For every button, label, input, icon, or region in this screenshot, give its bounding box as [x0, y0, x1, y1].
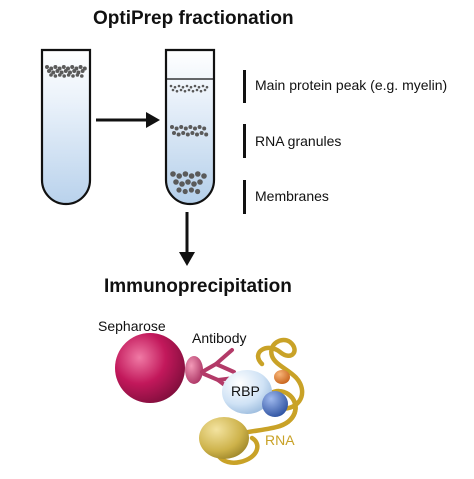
fraction-label-1: Main protein peak (e.g. myelin): [255, 77, 448, 93]
granule-dot: [63, 69, 68, 73]
linker: [185, 356, 203, 384]
granule-dot: [62, 74, 66, 78]
granule-dot: [80, 74, 84, 78]
protein-dot: [185, 84, 189, 88]
bound-protein-orange: [274, 370, 290, 384]
sepharose-label: Sepharose: [98, 318, 166, 334]
fraction-band-protein-peak: [169, 84, 209, 93]
sample-layer: [45, 65, 87, 78]
membrane-dot: [182, 188, 188, 195]
rna-label: RNA: [265, 432, 295, 448]
granule-dot: [78, 65, 83, 69]
protein-dot: [171, 88, 175, 92]
granule-dot: [181, 131, 186, 135]
membrane-dot: [176, 173, 182, 179]
granule-dot: [66, 73, 71, 77]
membrane-dot: [188, 173, 195, 179]
protein-dot: [203, 88, 207, 92]
granule-dot: [183, 126, 188, 131]
granule-dot: [174, 126, 179, 131]
granule-dot: [170, 125, 174, 129]
membrane-dot: [173, 179, 179, 185]
protein-dot: [173, 85, 177, 89]
membrane-dot: [188, 187, 194, 193]
granule-dot: [202, 126, 207, 131]
granule-dot: [61, 65, 66, 69]
arrow-down-icon: [179, 212, 195, 266]
section-title-immunoprecipitation: Immunoprecipitation: [104, 276, 292, 297]
protein-dot: [205, 85, 209, 89]
granule-dot: [190, 131, 195, 135]
granule-dot: [55, 69, 60, 73]
fraction-band-membranes: [170, 171, 207, 195]
membrane-dot: [170, 171, 176, 177]
granule-dot: [172, 131, 176, 135]
granule-dot: [197, 125, 202, 129]
granule-dot: [80, 69, 85, 73]
bound-protein-gold: [199, 417, 249, 459]
bound-protein-blue: [262, 391, 288, 417]
protein-dot: [193, 84, 197, 88]
protein-dot: [199, 89, 203, 93]
membrane-dot: [195, 188, 201, 195]
granule-dot: [176, 132, 181, 137]
granule-dot: [53, 65, 58, 69]
protein-dot: [189, 85, 193, 89]
tube-fractionated: [164, 48, 216, 206]
protein-dot: [195, 88, 199, 92]
granule-dot: [179, 125, 184, 129]
granule-dot: [58, 73, 62, 77]
arrow-right-icon: [96, 112, 160, 128]
granule-dot: [47, 69, 51, 73]
antibody-label: Antibody: [192, 330, 247, 346]
fraction-marker-3: [243, 180, 246, 214]
fraction-marker-2: [243, 124, 246, 158]
protein-dot: [191, 89, 195, 93]
granule-dot: [71, 74, 75, 78]
granule-dot: [199, 131, 204, 135]
ip-complex: [115, 333, 305, 465]
fraction-label-3: Membranes: [255, 188, 329, 204]
rbp-label: RBP: [231, 383, 260, 399]
protein-dot: [175, 89, 179, 93]
granule-dot: [193, 126, 197, 131]
membrane-dot: [201, 173, 207, 179]
tube-unfractionated: [40, 48, 92, 206]
protein-dot: [179, 88, 183, 92]
granule-dot: [204, 132, 209, 137]
granule-dot: [195, 132, 199, 137]
sepharose-bead: [115, 333, 185, 403]
granule-dot: [49, 73, 53, 77]
protein-dot: [183, 89, 187, 93]
fraction-band-rna-granules: [170, 125, 209, 137]
protein-dot: [197, 85, 201, 89]
granule-dot: [70, 65, 75, 69]
membrane-dot: [197, 179, 203, 185]
page-title: OptiPrep fractionation: [93, 8, 294, 29]
membrane-dot: [176, 187, 182, 193]
granule-dot: [72, 69, 77, 73]
fraction-marker-1: [243, 70, 246, 103]
membrane-dot: [195, 171, 201, 177]
membrane-dot: [185, 179, 191, 185]
membrane-dot: [179, 181, 185, 187]
protein-dot: [169, 84, 173, 88]
protein-dot: [201, 84, 205, 88]
protein-dot: [177, 84, 181, 88]
granule-dot: [51, 70, 56, 75]
fraction-label-2: RNA granules: [255, 133, 342, 149]
protein-dot: [181, 85, 185, 89]
granule-dot: [53, 74, 58, 78]
granule-dot: [185, 132, 190, 137]
membrane-dot: [182, 171, 189, 177]
protein-dot: [187, 88, 191, 92]
membrane-dot: [191, 181, 197, 187]
granule-dot: [75, 73, 80, 77]
granule-dot: [188, 125, 193, 129]
granule-dot: [45, 65, 49, 69]
rbp-protein: [222, 370, 272, 414]
